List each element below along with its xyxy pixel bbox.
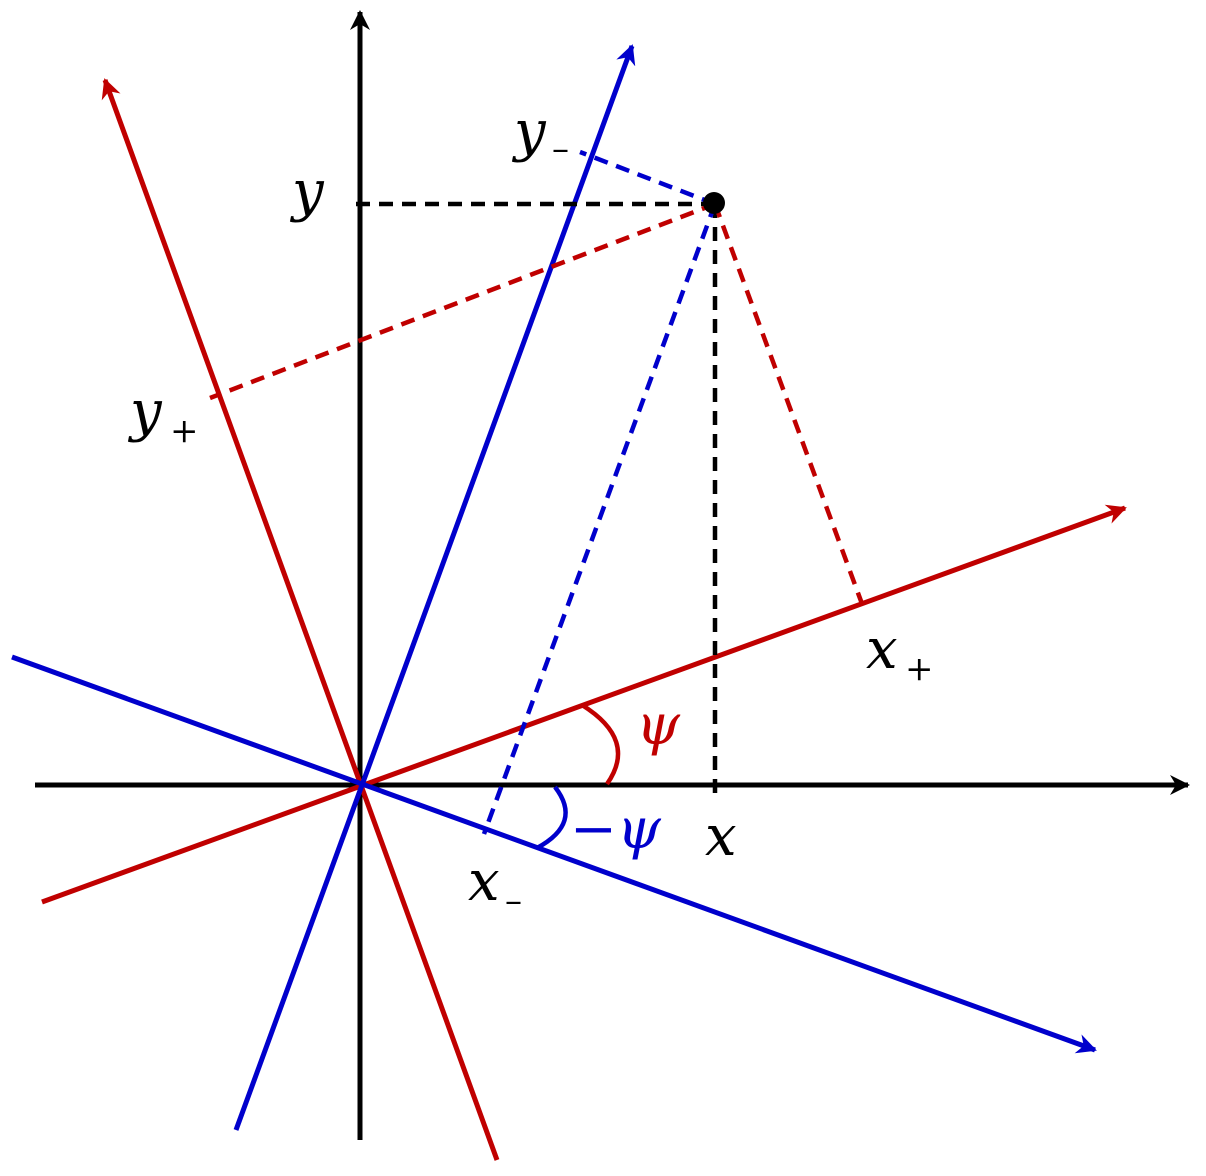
x-plus-subscript: + — [905, 649, 934, 689]
minus-psi-label: −ψ — [570, 797, 662, 862]
x-minus-axis — [11, 654, 1097, 1054]
projection-to-x-plus — [712, 203, 868, 613]
projection-to-y-minus — [579, 149, 716, 207]
psi-label: ψ — [636, 693, 681, 758]
minus-psi-angle-arc — [535, 785, 568, 850]
x-minus-label: x — [468, 849, 500, 914]
y-plus-subscript: + — [170, 411, 199, 451]
projection-to-x-minus — [481, 203, 718, 835]
projection-to-y-plus — [209, 201, 716, 401]
x-label: x — [705, 804, 737, 869]
y-minus-axis — [233, 44, 636, 1131]
psi-angle-arc — [580, 703, 621, 786]
x-plus-label: x — [866, 617, 898, 682]
y-plus-axis — [101, 78, 500, 1161]
y-minus-label: y — [511, 99, 547, 164]
y-plus-label: y — [127, 379, 163, 444]
y-minus-subscript: – — [552, 129, 569, 169]
point — [703, 192, 725, 214]
y-label: y — [289, 159, 325, 224]
x-minus-subscript: – — [505, 881, 522, 921]
